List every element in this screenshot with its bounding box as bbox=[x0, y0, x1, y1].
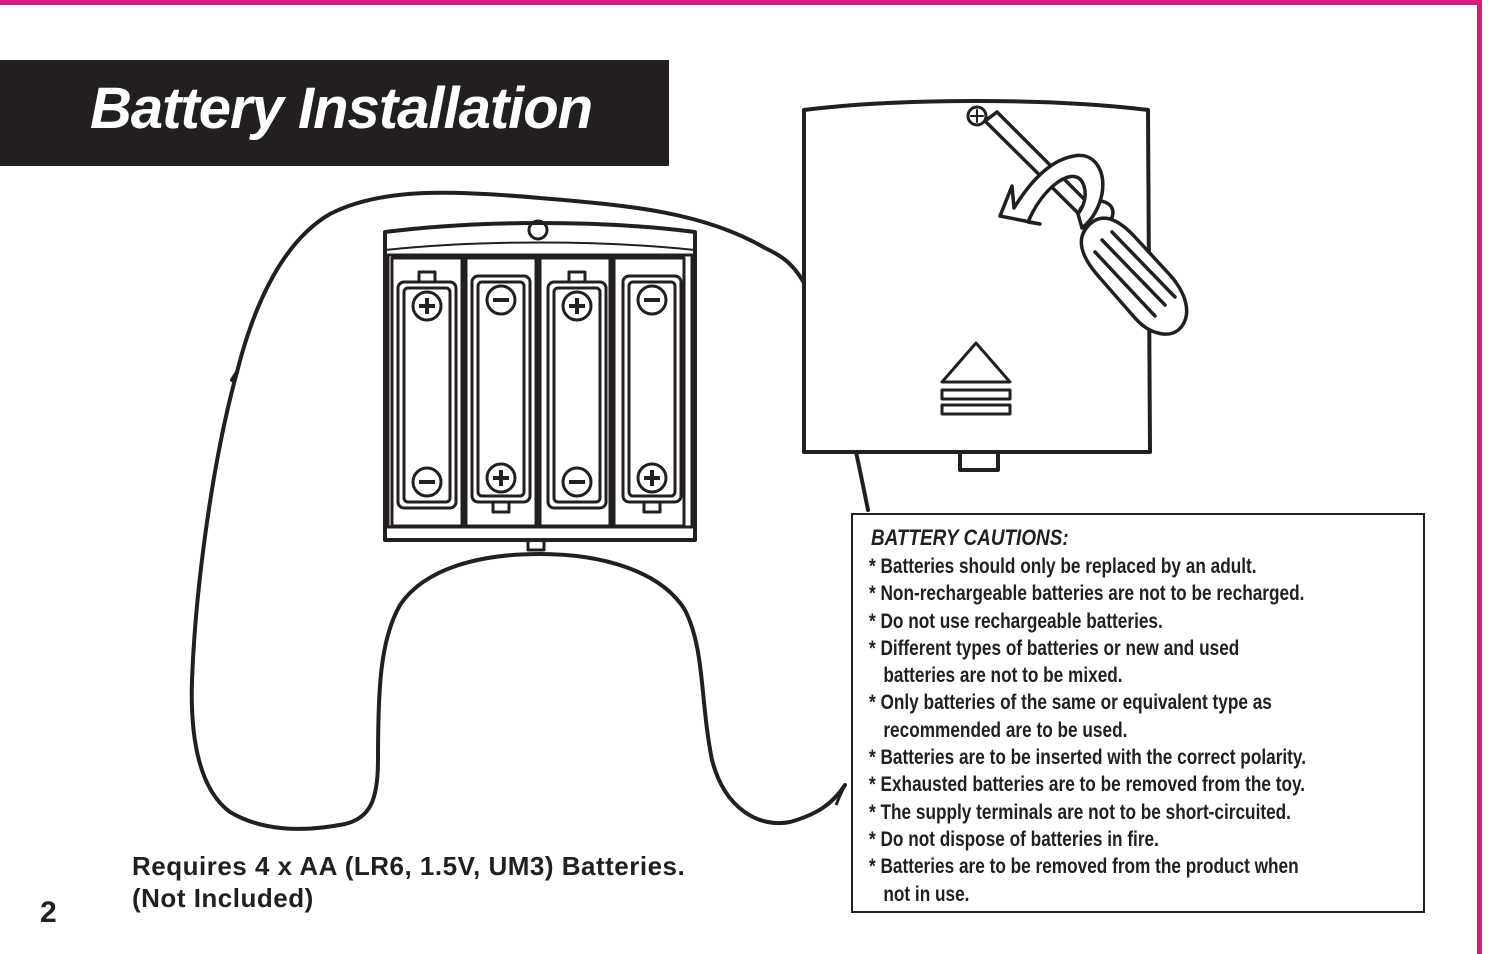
battery-4 bbox=[621, 274, 683, 514]
open-arrow-bar-icon bbox=[940, 388, 1012, 401]
cautions-list: * Batteries should only be replaced by a… bbox=[869, 553, 1402, 908]
frame-top-border bbox=[0, 0, 1482, 5]
title-bar bbox=[0, 60, 669, 166]
caution-item: * Batteries should only be replaced by a… bbox=[869, 555, 1257, 578]
compartment-outline bbox=[383, 221, 697, 542]
door-screw-icon bbox=[966, 105, 988, 127]
battery-compartment bbox=[383, 219, 697, 552]
caution-item: * Do not use rechargeable batteries. bbox=[869, 609, 1163, 633]
battery-door-detail bbox=[802, 99, 1152, 472]
caution-item: * The supply terminals are not to be sho… bbox=[869, 800, 1291, 824]
caution-item: * Non-rechargeable batteries are not to … bbox=[869, 582, 1305, 606]
controller-bottom-right bbox=[834, 784, 847, 806]
battery-cautions-box: BATTERY CAUTIONS: * Batteries should onl… bbox=[851, 513, 1425, 913]
controller-outline bbox=[189, 190, 870, 831]
page-number: 2 bbox=[40, 896, 57, 929]
battery-3 bbox=[546, 270, 608, 510]
rotate-arrow-icon bbox=[998, 153, 1105, 230]
polarity-marks bbox=[419, 298, 660, 486]
open-arrow-icon bbox=[940, 341, 1012, 384]
compartment-screw-hole-icon bbox=[527, 219, 549, 241]
caution-item: batteries are not to be mixed. bbox=[869, 664, 1123, 688]
caution-item: * Only batteries of the same or equivale… bbox=[869, 691, 1272, 715]
compartment-tab bbox=[526, 538, 546, 552]
caution-item: recommended are to be used. bbox=[869, 718, 1128, 742]
controller-left-notch bbox=[230, 370, 239, 382]
cautions-heading: BATTERY CAUTIONS: bbox=[871, 525, 1069, 550]
caution-item: not in use. bbox=[869, 882, 970, 906]
battery-requirements: Requires 4 x AA (LR6, 1.5V, UM3) Batteri… bbox=[132, 850, 685, 914]
battery-2 bbox=[470, 274, 532, 514]
door-tab bbox=[958, 450, 1000, 472]
page-title: Battery Installation bbox=[90, 76, 593, 141]
frame-right-border bbox=[1477, 0, 1482, 954]
caution-item: * Batteries are to be removed from the p… bbox=[869, 855, 1299, 879]
battery-1 bbox=[396, 270, 458, 510]
caution-item: * Exhausted batteries are to be removed … bbox=[869, 773, 1306, 797]
caution-item: * Do not dispose of batteries in fire. bbox=[869, 827, 1159, 851]
caution-item: * Different types of batteries or new an… bbox=[869, 636, 1240, 660]
requirements-line: Requires 4 x AA (LR6, 1.5V, UM3) Batteri… bbox=[132, 851, 686, 881]
requirements-line: (Not Included) bbox=[132, 883, 314, 913]
open-arrow-bar-icon bbox=[940, 403, 1012, 416]
caution-item: * Batteries are to be inserted with the … bbox=[869, 746, 1307, 770]
compartment-inner-top bbox=[384, 241, 696, 251]
